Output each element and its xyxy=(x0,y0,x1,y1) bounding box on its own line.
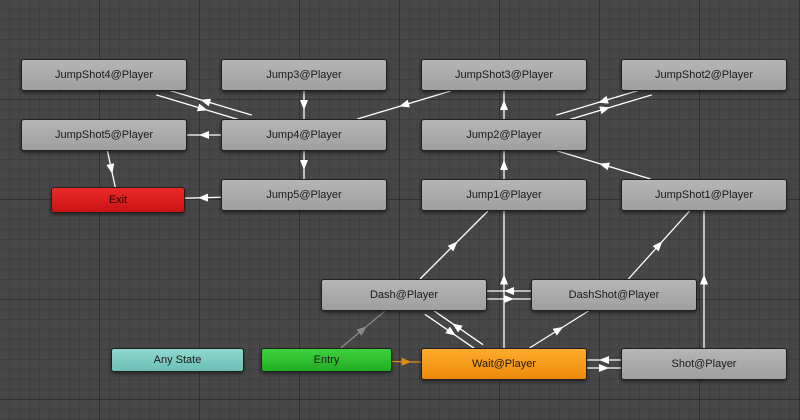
state-label: Jump5@Player xyxy=(266,189,342,201)
state-label: JumpShot2@Player xyxy=(655,69,753,81)
state-wait-default[interactable]: Wait@Player xyxy=(421,348,587,380)
transition-arrowhead xyxy=(445,326,456,336)
transition-arrowhead xyxy=(196,103,208,112)
state-label: Exit xyxy=(108,194,128,206)
transition-arrowhead xyxy=(598,95,609,104)
transition-arrowhead xyxy=(599,356,609,364)
transition-arrowhead xyxy=(700,274,708,285)
state-jump2[interactable]: Jump2@Player xyxy=(421,119,587,151)
transition-arrowhead xyxy=(500,160,508,170)
state-jumpshot3[interactable]: JumpShot3@Player xyxy=(421,59,587,91)
transition-arrowhead xyxy=(198,193,209,202)
transition-arrowhead xyxy=(447,241,458,252)
state-dash[interactable]: Dash@Player xyxy=(321,279,487,311)
state-dashshot[interactable]: DashShot@Player xyxy=(531,279,697,311)
transition-arrowhead xyxy=(504,295,514,303)
state-jump3[interactable]: Jump3@Player xyxy=(221,59,387,91)
state-label: Shot@Player xyxy=(671,358,737,370)
state-label: Entry xyxy=(313,354,340,366)
state-jump1[interactable]: Jump1@Player xyxy=(421,179,587,211)
state-label: Jump1@Player xyxy=(466,189,542,201)
state-any-state[interactable]: Any State xyxy=(111,348,244,372)
state-jumpshot5[interactable]: JumpShot5@Player xyxy=(21,119,187,151)
transition-arrowhead xyxy=(106,163,115,174)
state-label: JumpShot3@Player xyxy=(455,69,553,81)
state-label: Dash@Player xyxy=(369,289,439,301)
state-label: Jump3@Player xyxy=(266,69,342,81)
transition-arrowhead xyxy=(200,98,212,107)
transition-arrowhead xyxy=(652,241,663,252)
state-label: Wait@Player xyxy=(472,358,536,370)
transition-arrowhead xyxy=(401,357,412,366)
state-jump4[interactable]: Jump4@Player xyxy=(221,119,387,151)
state-jumpshot4[interactable]: JumpShot4@Player xyxy=(21,59,187,91)
state-label: JumpShot4@Player xyxy=(55,69,153,81)
transition-arrowhead xyxy=(599,364,609,372)
state-label: Any State xyxy=(153,354,202,366)
transition-arrowhead xyxy=(599,106,610,115)
state-entry[interactable]: Entry xyxy=(261,348,392,372)
transition-arrowhead xyxy=(500,100,508,110)
state-jump5[interactable]: Jump5@Player xyxy=(221,179,387,211)
state-label: DashShot@Player xyxy=(568,289,660,301)
state-exit[interactable]: Exit xyxy=(51,187,185,213)
state-label: Jump2@Player xyxy=(466,129,542,141)
transition-arrowhead xyxy=(300,160,308,170)
transition-arrowhead xyxy=(504,287,514,295)
transition-arrowhead xyxy=(356,326,367,336)
state-shot[interactable]: Shot@Player xyxy=(621,348,787,380)
transition-arrowhead xyxy=(399,99,410,108)
state-jumpshot2[interactable]: JumpShot2@Player xyxy=(621,59,787,91)
state-label: Jump4@Player xyxy=(266,129,342,141)
transition-arrowhead xyxy=(199,131,209,139)
transition-arrowhead xyxy=(300,100,308,110)
state-label: JumpShot5@Player xyxy=(55,129,153,141)
state-label: JumpShot1@Player xyxy=(655,189,753,201)
transition-arrowhead xyxy=(552,326,564,336)
state-jumpshot1[interactable]: JumpShot1@Player xyxy=(621,179,787,211)
transition-arrowhead xyxy=(452,323,463,333)
transition-arrowhead xyxy=(599,162,610,171)
transition-arrowhead xyxy=(500,274,508,285)
